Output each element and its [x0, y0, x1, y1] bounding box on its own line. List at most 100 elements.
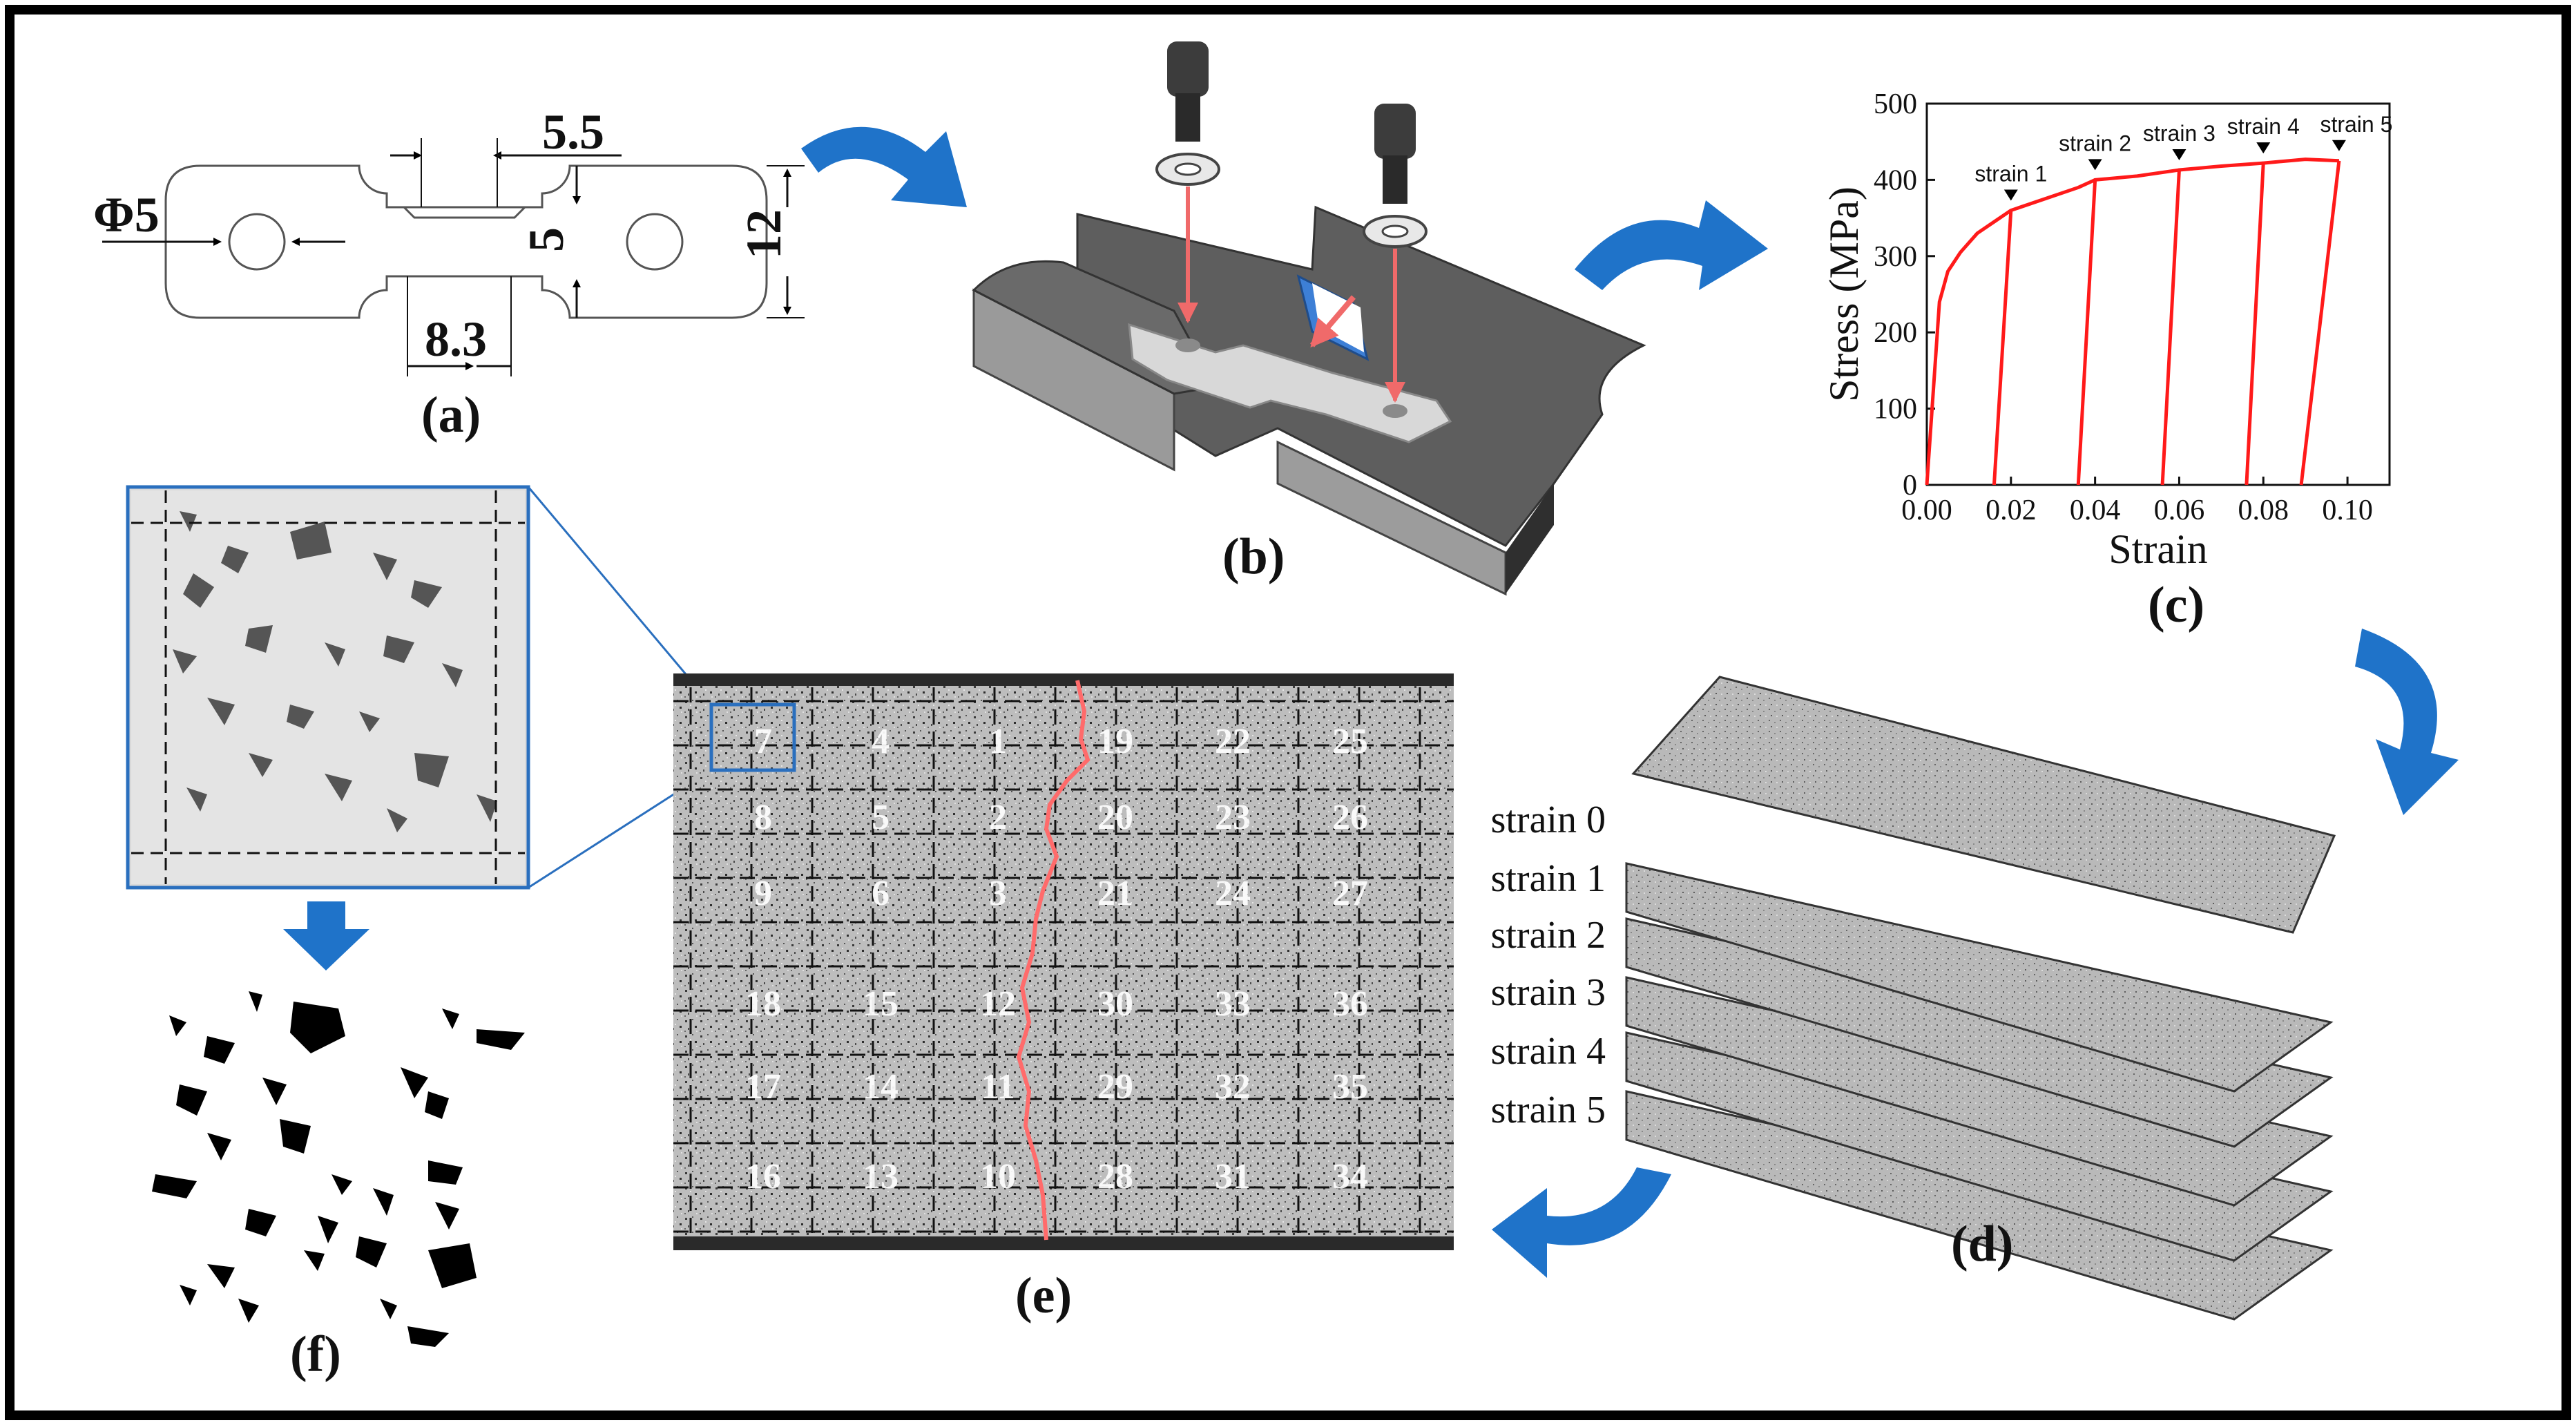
- chart-series-group: [1925, 157, 2341, 486]
- panel-d-strain-stack: [1625, 676, 2336, 1321]
- insert-arrow: [1309, 295, 1356, 348]
- chart-annotation-marker: [2256, 142, 2271, 154]
- chart-series-line-3: [2076, 168, 2180, 486]
- dic-region-number: 19: [1097, 722, 1133, 761]
- process-arrow-a-to-b: [801, 126, 967, 207]
- panel-b-fixture-drawing: (b): [972, 41, 1646, 596]
- panel-f-binary-particles: [152, 991, 525, 1347]
- right-hole: [626, 213, 684, 271]
- chart-ytick-label: 100: [1874, 394, 1917, 425]
- strain-label: strain 2: [1491, 914, 1606, 957]
- dic-region-number: 24: [1215, 874, 1251, 913]
- chart-xlabel: Strain: [2108, 526, 2207, 572]
- down-arrow: [283, 901, 369, 970]
- bolt-right: [1363, 104, 1428, 403]
- chart-xtick-label: 0.06: [2154, 495, 2205, 526]
- dic-region-number: 13: [863, 1157, 898, 1196]
- chart-xtick-label: 0.08: [2238, 495, 2289, 526]
- zoom-line-top: [527, 486, 713, 705]
- gauge-notch: [403, 206, 526, 219]
- dic-region-number: 2: [989, 798, 1007, 837]
- panel-label-f: (f): [290, 1326, 341, 1383]
- strain-label: strain 3: [1491, 971, 1606, 1014]
- dic-speckle-image: [673, 673, 1454, 1250]
- dic-region-number: 35: [1332, 1067, 1368, 1107]
- chart-annotation-label: strain 4: [2227, 114, 2300, 139]
- panel-label-b: (b): [1222, 528, 1285, 585]
- panel-label-c: (c): [2148, 577, 2204, 633]
- chart-xtick-label: 0.00: [1901, 495, 1952, 526]
- dic-region-number: 28: [1097, 1157, 1133, 1196]
- chart-series-line-1: [1925, 209, 2012, 486]
- chart-annotations: strain 1 strain 2 strain 3 strain 4 strain 5: [1974, 112, 2392, 201]
- strain-sheet: [1631, 676, 2336, 934]
- strain-label: strain 4: [1491, 1030, 1606, 1073]
- dic-region-number: 29: [1097, 1067, 1133, 1107]
- chart-annotation-marker: [2088, 159, 2102, 171]
- specimen-outline: [164, 164, 768, 319]
- panel-label-a: (a): [421, 387, 481, 443]
- chart-annotation-label: strain 5: [2320, 112, 2392, 137]
- dic-region-number: 18: [745, 984, 781, 1024]
- dic-region-number: 25: [1332, 722, 1368, 761]
- chart-annotation-marker: [2332, 140, 2346, 151]
- figure-frame: [5, 5, 2571, 1420]
- dic-region-number: 32: [1215, 1067, 1251, 1107]
- panel-label-e: (e): [1015, 1268, 1072, 1324]
- chart-ytick-label: 0: [1903, 470, 1917, 501]
- dic-region-number: 5: [872, 798, 890, 837]
- fixture-base-right-front: [1506, 484, 1554, 594]
- dic-region-number: 14: [863, 1067, 898, 1107]
- chart-annotation-label: strain 1: [1974, 162, 2047, 187]
- chart-series-line-4: [2160, 161, 2264, 486]
- specimen-plate: [1128, 323, 1452, 443]
- chart-series-line-2: [1992, 178, 2096, 486]
- dic-grid-lines: [673, 687, 1454, 1236]
- dic-region-number: 11: [981, 1067, 1015, 1107]
- dic-region-number: 15: [863, 984, 898, 1024]
- dim-gauge-width: 5.5: [542, 104, 604, 160]
- dic-region-number: 20: [1097, 798, 1133, 837]
- strain-label: strain 5: [1491, 1089, 1606, 1131]
- dic-region-number: 23: [1215, 798, 1251, 837]
- chart-series-line-5: [2245, 157, 2340, 486]
- chart-ytick-label: 300: [1874, 241, 1917, 273]
- dic-region-number: 17: [745, 1067, 781, 1107]
- chart-xtick-label: 0.04: [2070, 495, 2121, 526]
- left-hole: [228, 213, 286, 271]
- chart-xtick-label: 0.10: [2322, 495, 2373, 526]
- dic-region-number: 12: [980, 984, 1016, 1024]
- dic-region-number: 34: [1332, 1157, 1368, 1196]
- chart-annotation-label: strain 3: [2143, 121, 2215, 146]
- plate-hole-left: [1175, 338, 1200, 352]
- dic-region-number: 7: [754, 722, 772, 761]
- micrograph-particles: [173, 511, 497, 832]
- dic-region-number: 30: [1097, 984, 1133, 1024]
- dic-region-number: 9: [754, 874, 772, 913]
- bolt-left: [1155, 41, 1220, 323]
- chart-annotation-label: strain 2: [2059, 131, 2131, 155]
- dim-length: 8.3: [425, 312, 487, 367]
- dic-region-number: 3: [989, 874, 1007, 913]
- dic-region-number: 36: [1332, 984, 1368, 1024]
- plate-hole-right: [1383, 404, 1407, 418]
- crack-path: [1016, 680, 1090, 1241]
- dic-region-number: 8: [754, 798, 772, 837]
- dic-region-number: 26: [1332, 798, 1368, 837]
- process-arrow-c-to-d: [2355, 629, 2459, 815]
- dic-region-number: 6: [872, 874, 890, 913]
- process-arrow-d-to-e: [1492, 1167, 1671, 1278]
- chart-ylabel: Stress (MPa): [1821, 187, 1867, 402]
- strain-label: strain 1: [1491, 857, 1606, 900]
- strain-sheet: [1625, 862, 2334, 1093]
- process-arrow-b-to-c: [1575, 200, 1768, 290]
- chart-series-line-6: [2299, 160, 2341, 486]
- dic-region-number: 10: [980, 1157, 1016, 1196]
- dic-region-number: 27: [1332, 874, 1368, 913]
